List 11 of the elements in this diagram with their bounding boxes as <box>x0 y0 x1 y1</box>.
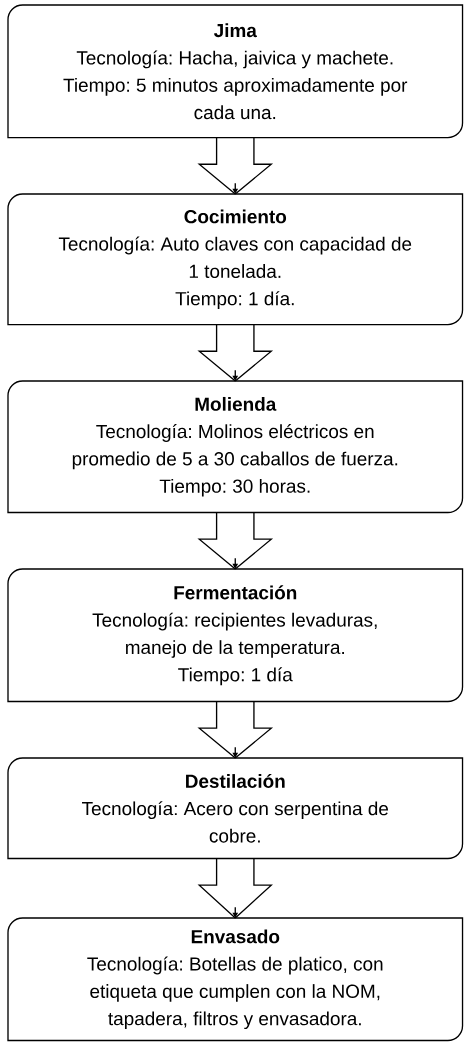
process-box: Jima Tecnología: Hacha, jaivica y machete. Tiempo: 5 minutos aproximadamente por cada una. <box>7 4 464 139</box>
process-box: Envasado Tecnología: Botellas de platico, con etiqueta que cumplen con la NOM, tapadera, filtros y envasadora. <box>7 917 464 1042</box>
process-box: Fermentación Tecnología: recipientes levaduras, manejo de la temperatura. Tiempo: 1 día <box>7 568 464 703</box>
block-arrow <box>197 136 274 195</box>
process-box: Molienda Tecnología: Molinos eléctricos en promedio de 5 a 30 caballos de fuerza. Tiempo: 30 horas. <box>7 380 464 514</box>
block-arrow <box>197 323 274 382</box>
block-arrow <box>197 511 274 570</box>
block-arrow <box>197 700 274 759</box>
block-arrow <box>197 857 273 919</box>
process-box: Destilación Tecnología: Acero con serpentina de cobre. <box>7 757 464 860</box>
process-box: Cocimiento Tecnología: Auto claves con capacidad de 1 tonelada. Tiempo: 1 día. <box>7 193 464 326</box>
